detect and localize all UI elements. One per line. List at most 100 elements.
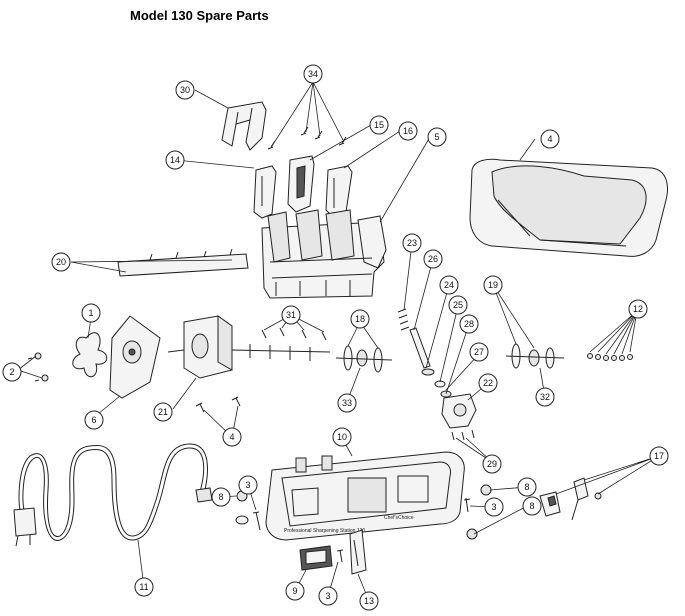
callout-15-label: 15 [374, 120, 384, 130]
callout-2-label: 2 [9, 367, 14, 377]
callout-8-right-label: 8 [524, 482, 529, 492]
callout-19-label: 19 [488, 280, 498, 290]
diagram-title: Model 130 Spare Parts [130, 8, 269, 23]
callout-25-label: 25 [453, 300, 463, 310]
part-23-spring [397, 308, 410, 331]
callout-30: 30 [175, 80, 195, 100]
callout-11: 11 [134, 577, 154, 597]
part-8-feet-left [235, 490, 249, 525]
callout-12: 12 [628, 299, 648, 319]
callout-29-label: 29 [487, 459, 497, 469]
callout-24: 24 [439, 275, 459, 295]
callout-12-label: 12 [633, 304, 643, 314]
part-5-cover [469, 158, 668, 257]
callout-20-label: 20 [56, 257, 66, 267]
part-3-screw-bottom [336, 549, 344, 563]
callout-24-label: 24 [444, 280, 454, 290]
callout-10: 10 [332, 427, 352, 447]
part-26-shaft [409, 327, 431, 369]
part-31-pins [261, 327, 327, 341]
callout-8-left-label: 8 [218, 492, 223, 502]
part-22-gear-housing [441, 393, 477, 429]
callout-3-left: 3 [238, 475, 258, 495]
part-4-pins [195, 396, 241, 413]
callout-34: 34 [303, 64, 323, 84]
callout-3-bottom: 3 [318, 586, 338, 606]
part-3-screws-left [252, 511, 261, 531]
callout-16: 16 [398, 121, 418, 141]
housing-label-model: Professional Sharpening Station 130 [284, 528, 365, 534]
part-8-feet-right [466, 484, 492, 540]
callout-4-label: 4 [229, 432, 234, 442]
callout-15: 15 [369, 115, 389, 135]
callout-18-label: 18 [355, 314, 365, 324]
callout-1: 1 [81, 303, 101, 323]
part-7-bracket [109, 315, 161, 399]
callout-34-label: 34 [308, 69, 318, 79]
callout-29: 29 [482, 454, 502, 474]
callout-2: 2 [2, 362, 22, 382]
callout-22-label: 22 [483, 378, 493, 388]
callout-6: 5 [427, 127, 447, 147]
part-17-switch [539, 477, 602, 521]
callout-11-label: 11 [139, 582, 148, 592]
part-15-guide [287, 155, 315, 213]
callout-14: 14 [165, 150, 185, 170]
callout-3-right-label: 3 [491, 502, 496, 512]
callout-27: 27 [469, 342, 489, 362]
callout-14-label: 14 [170, 155, 180, 165]
callout-6-label: 5 [434, 132, 439, 142]
callout-25: 25 [448, 295, 468, 315]
callout-31-label: 31 [286, 310, 296, 320]
part-30-clip [221, 101, 267, 151]
part-21-motor [167, 315, 331, 379]
callout-20: 20 [51, 252, 71, 272]
callout-9-label: 9 [292, 586, 297, 596]
part-20-spring-strip [117, 248, 249, 277]
part-19-wheel-assembly [505, 343, 565, 369]
callout-1-label: 1 [88, 308, 93, 318]
part-3-screws-right [463, 497, 471, 513]
callout-8-bottom-right-label: 8 [529, 501, 534, 511]
part-10-base-housing: Professional Sharpening Station 130 Chef… [265, 451, 465, 541]
callout-18: 18 [350, 309, 370, 329]
callout-10-label: 10 [337, 432, 347, 442]
part-18-wheel-assembly [335, 345, 393, 373]
callout-22: 22 [478, 373, 498, 393]
callout-5-label: 4 [547, 134, 552, 144]
callout-33: 33 [337, 393, 357, 413]
housing-label-brand: Chef'sChoice [384, 515, 414, 521]
callout-17-label: 17 [654, 451, 664, 461]
callout-16-label: 16 [403, 126, 413, 136]
part-1-fan [72, 332, 108, 378]
callout-23-label: 23 [407, 238, 417, 248]
callout-33-label: 33 [342, 398, 352, 408]
callout-21-label: 21 [158, 407, 168, 417]
part-14-guide [253, 165, 277, 219]
part-12-screws [587, 353, 633, 361]
callout-8-right: 8 [517, 477, 537, 497]
callout-32: 32 [535, 387, 555, 407]
callout-30-label: 30 [180, 85, 190, 95]
part-24-washer [421, 368, 435, 376]
callout-27-label: 27 [474, 347, 484, 357]
part-11-power-cord [13, 443, 213, 547]
callout-4: 4 [222, 427, 242, 447]
callout-31: 31 [281, 305, 301, 325]
part-9-switch [299, 545, 333, 571]
callout-8-left: 8 [211, 487, 231, 507]
callout-7-label: 6 [91, 415, 96, 425]
part-2-screws [27, 352, 49, 382]
callout-21: 21 [153, 402, 173, 422]
callout-3-left-label: 3 [245, 480, 250, 490]
callout-28-label: 28 [464, 319, 474, 329]
callout-13: 13 [359, 591, 379, 611]
callout-13-label: 13 [364, 596, 374, 606]
callout-23: 23 [402, 233, 422, 253]
callout-3-right: 3 [484, 497, 504, 517]
callout-17: 17 [649, 446, 669, 466]
part-6-guide-block [261, 209, 387, 299]
callout-5: 4 [540, 129, 560, 149]
callout-7: 6 [84, 410, 104, 430]
